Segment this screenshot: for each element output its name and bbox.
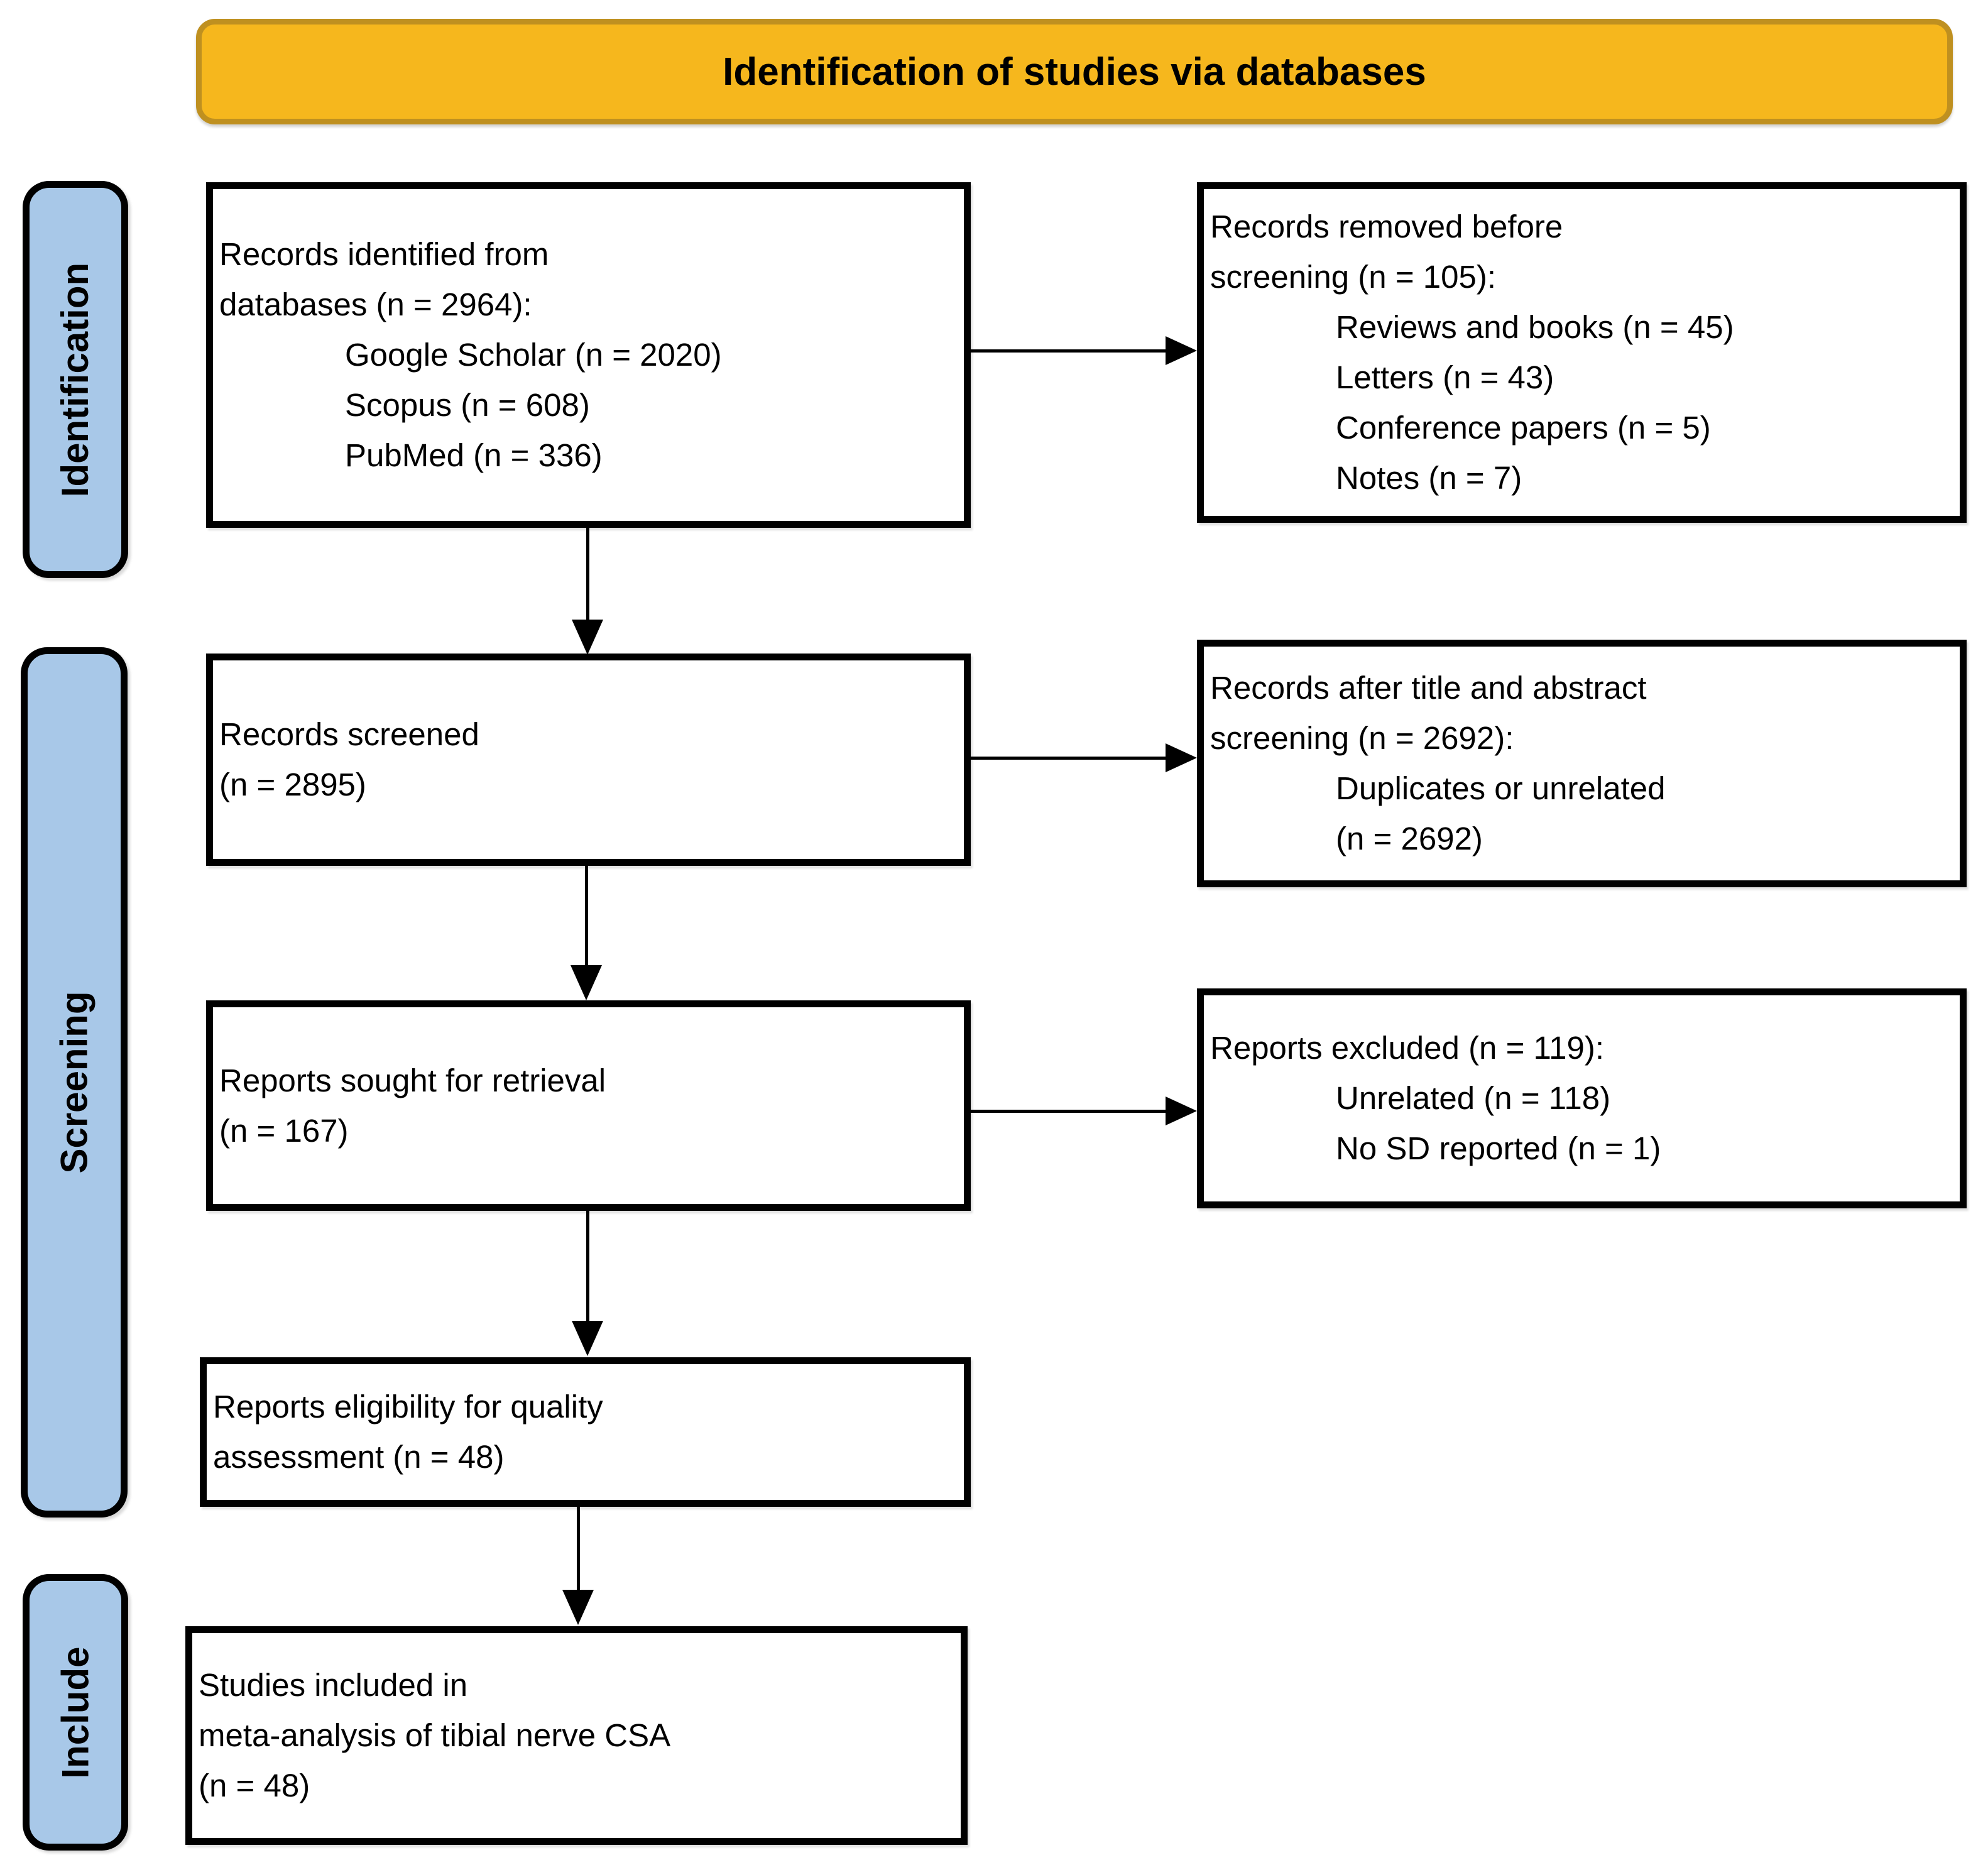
- arrow-sought-to-eligibility-line: [586, 1211, 589, 1322]
- box-text-item: Reviews and books (n = 45): [1336, 309, 1734, 345]
- arrow-eligibility-to-included-head-icon: [562, 1590, 594, 1625]
- box-text-line: Records after title and abstract: [1210, 670, 1647, 706]
- stage-label-include: Include: [23, 1574, 128, 1851]
- arrow-identified-to-screened-line: [586, 528, 589, 621]
- stage-label-screening: Screening: [21, 647, 128, 1518]
- banner-title: Identification of studies via databases: [723, 50, 1426, 94]
- box-text-line: assessment (n = 48): [213, 1439, 505, 1475]
- box-text-item: No SD reported (n = 1): [1336, 1130, 1661, 1166]
- box-records-identified: Records identified from databases (n = 2…: [206, 182, 971, 528]
- arrow-screened-to-sought-head-icon: [571, 965, 602, 1000]
- stage-label-include-text: Include: [54, 1646, 97, 1779]
- stage-label-identification-text: Identification: [54, 262, 97, 497]
- box-reports-excluded: Reports excluded (n = 119): Unrelated (n…: [1197, 988, 1967, 1208]
- box-text-line: (n = 2895): [219, 767, 366, 802]
- box-reports-eligibility: Reports eligibility for quality assessme…: [200, 1357, 971, 1507]
- box-records-after-screening: Records after title and abstract screeni…: [1197, 640, 1967, 887]
- box-text-item: Notes (n = 7): [1336, 460, 1522, 496]
- box-reports-sought: Reports sought for retrieval (n = 167): [206, 1000, 971, 1211]
- stage-label-identification: Identification: [23, 181, 128, 578]
- box-text-line: databases (n = 2964):: [219, 287, 532, 322]
- box-text-line: (n = 167): [219, 1112, 349, 1149]
- box-text-line: Reports sought for retrieval: [219, 1062, 606, 1098]
- box-text-line: Reports eligibility for quality: [213, 1389, 603, 1425]
- box-studies-included: Studies included in meta-analysis of tib…: [185, 1626, 968, 1845]
- box-text-item: Google Scholar (n = 2020): [345, 337, 722, 373]
- box-text-item: (n = 2692): [1336, 821, 1483, 856]
- box-text-item: Scopus (n = 608): [345, 387, 590, 423]
- box-text-item: Letters (n = 43): [1336, 359, 1554, 395]
- arrow-identified-to-removed-line: [971, 349, 1169, 353]
- banner: Identification of studies via databases: [196, 19, 1953, 124]
- box-text-item: Duplicates or unrelated: [1336, 770, 1666, 806]
- box-text-line: Reports excluded (n = 119):: [1210, 1030, 1604, 1066]
- box-text-item: Unrelated (n = 118): [1336, 1080, 1611, 1116]
- box-text-line: Studies included in: [199, 1667, 468, 1703]
- box-records-removed: Records removed before screening (n = 10…: [1197, 182, 1967, 523]
- box-text-item: Conference papers (n = 5): [1336, 410, 1711, 446]
- box-text-line: Records screened: [219, 716, 479, 752]
- arrow-sought-to-eligibility-head-icon: [572, 1321, 603, 1356]
- box-text-line: Records identified from: [219, 236, 549, 272]
- box-text-line: (n = 48): [199, 1768, 310, 1803]
- arrow-sought-to-excluded-head-icon: [1166, 1097, 1197, 1125]
- box-records-screened: Records screened (n = 2895): [206, 654, 971, 866]
- box-text-line: screening (n = 2692):: [1210, 720, 1514, 756]
- arrow-screened-to-after-screening-head-icon: [1166, 743, 1197, 772]
- arrow-screened-to-sought-line: [585, 866, 588, 966]
- arrow-eligibility-to-included-line: [577, 1507, 580, 1591]
- arrow-sought-to-excluded-line: [971, 1110, 1169, 1113]
- arrow-identified-to-screened-head-icon: [572, 620, 603, 655]
- arrow-identified-to-removed-head-icon: [1166, 336, 1197, 365]
- box-text-item: PubMed (n = 336): [345, 437, 603, 473]
- stage-label-screening-text: Screening: [53, 991, 96, 1174]
- arrow-screened-to-after-screening-line: [971, 757, 1169, 760]
- box-text-line: Records removed before: [1210, 209, 1563, 244]
- box-text-line: screening (n = 105):: [1210, 259, 1497, 295]
- box-text-line: meta-analysis of tibial nerve CSA: [199, 1717, 671, 1753]
